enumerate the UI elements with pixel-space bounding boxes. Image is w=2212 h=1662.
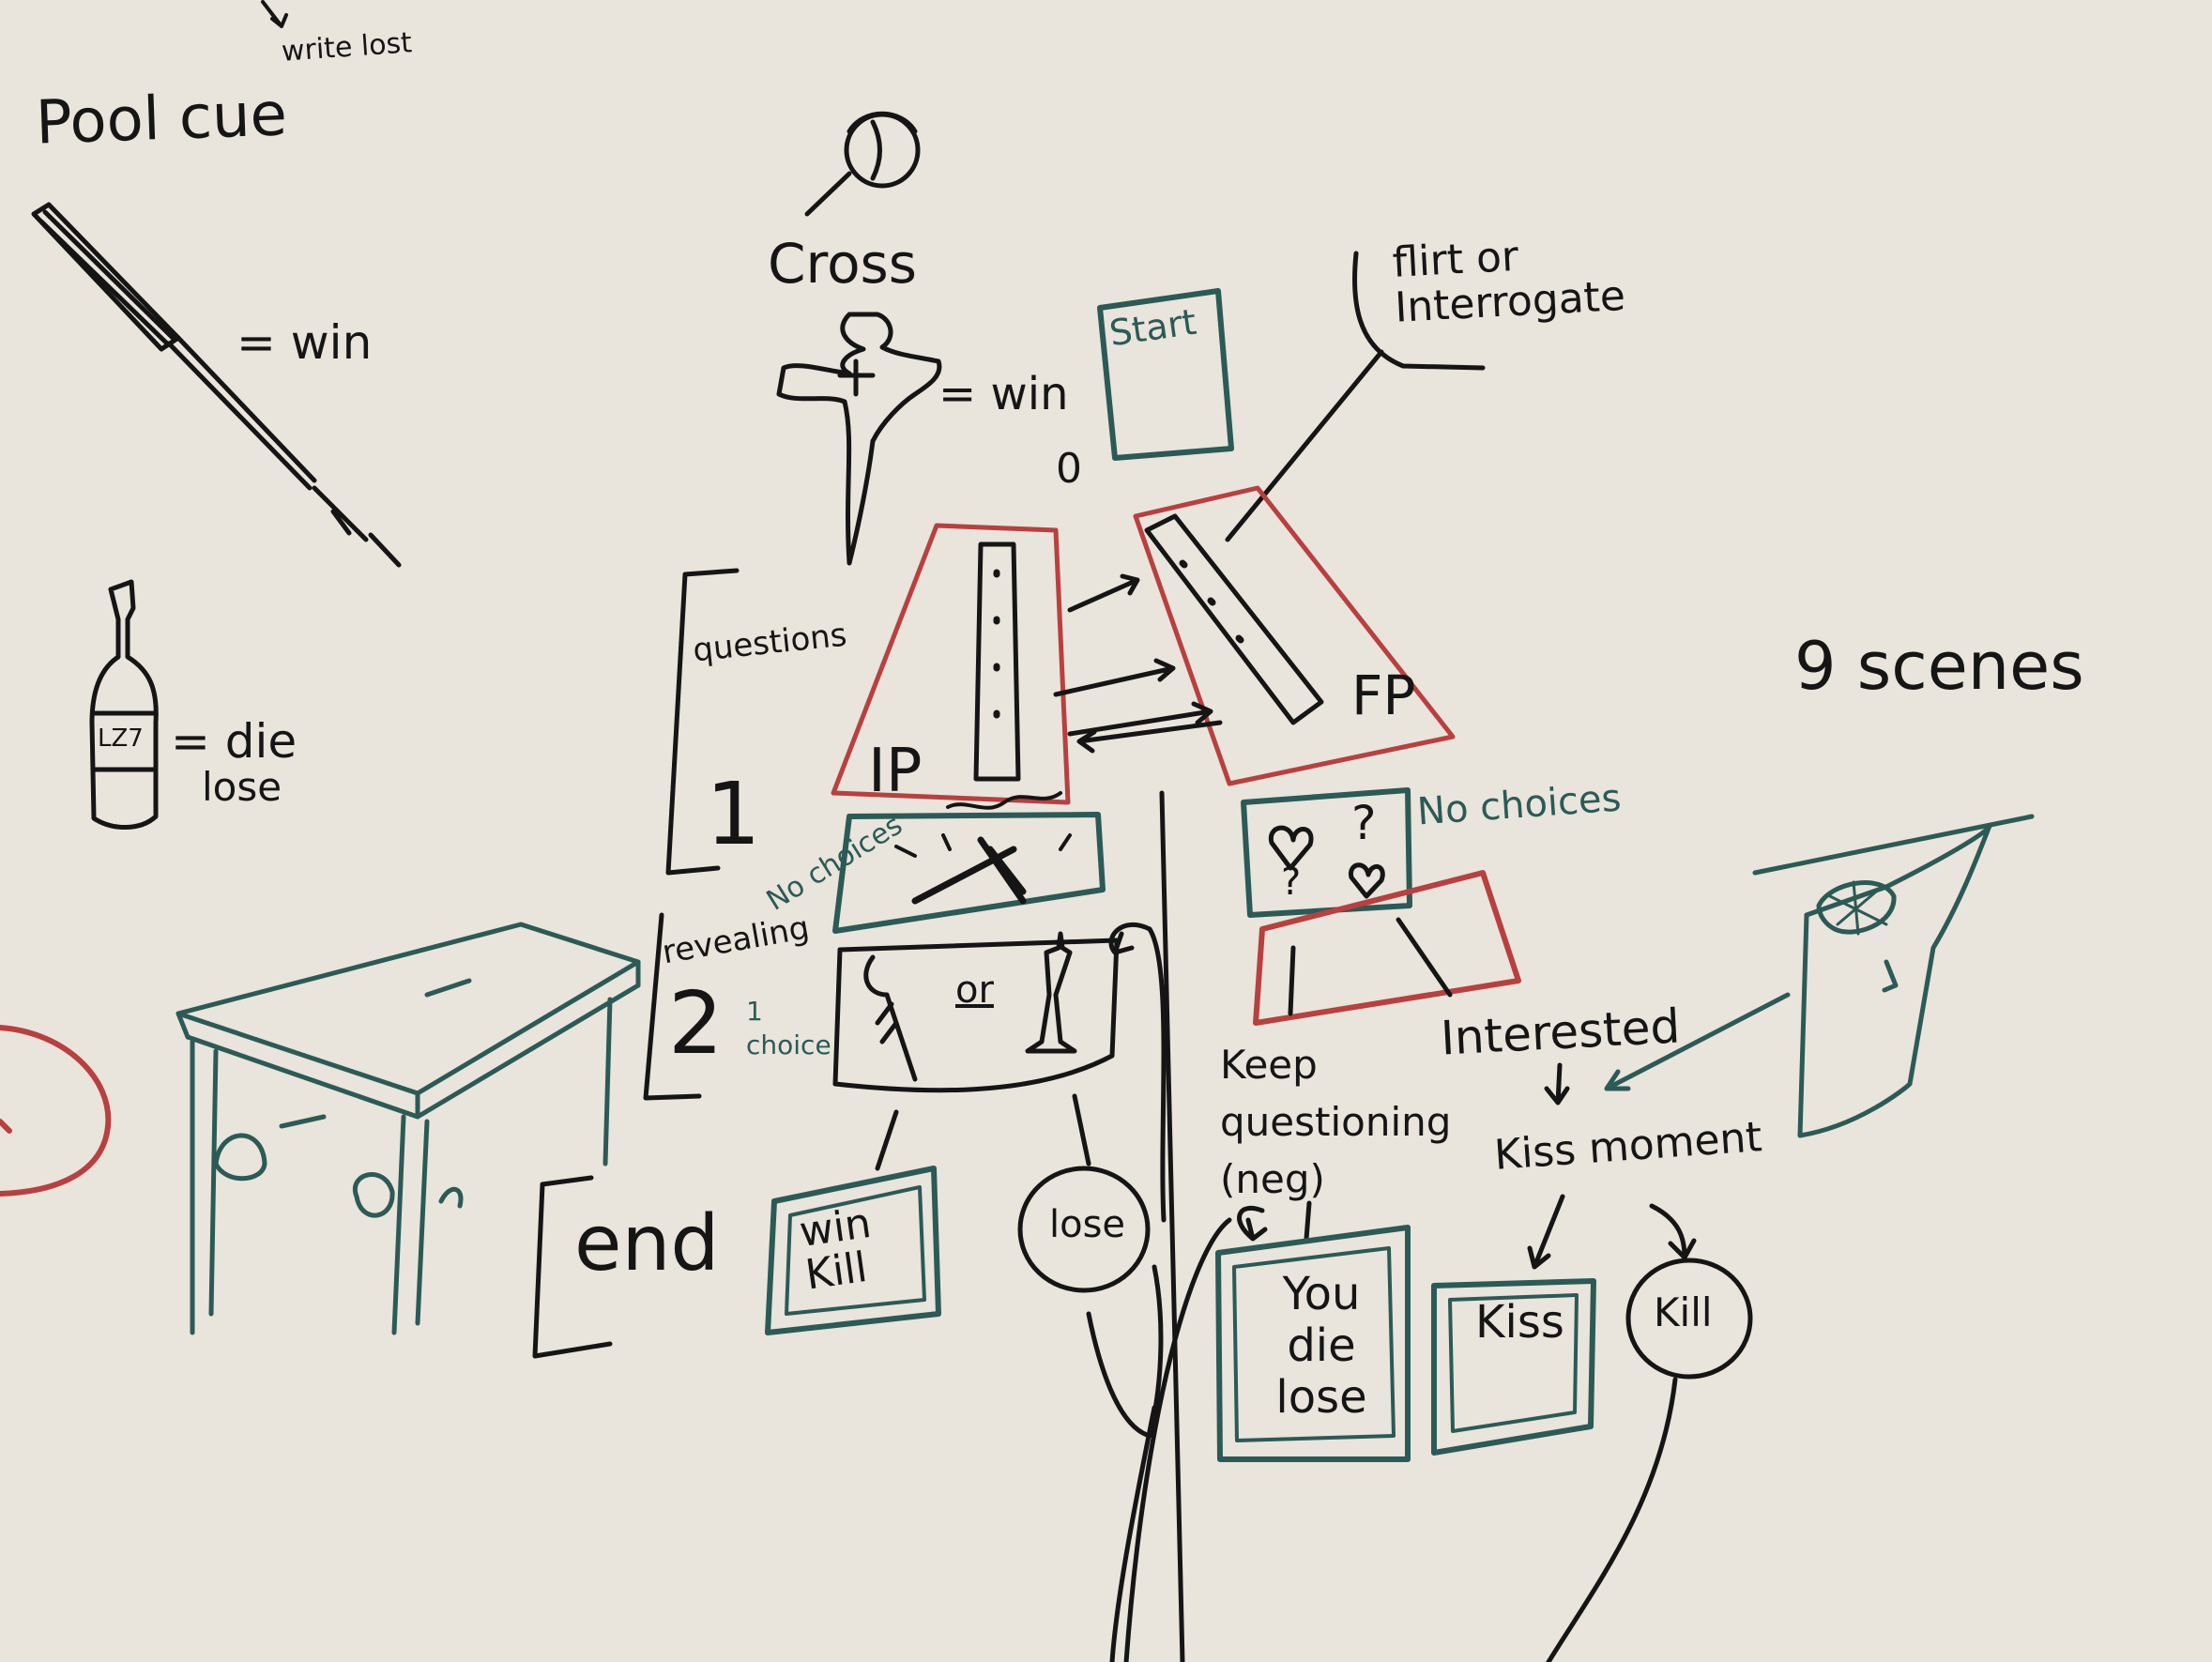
revealing-bracket [643, 912, 702, 1101]
red-circle-edge [0, 1025, 112, 1197]
squiggle [946, 791, 1062, 810]
scene-board-icon [1604, 814, 2035, 1138]
flirt-or-interrogate-label: flirt or Interrogate [1391, 232, 1627, 333]
bottle-label: LZ7 [98, 724, 144, 753]
pool-table-icon [175, 922, 641, 1335]
red-panel [1253, 870, 1521, 1026]
kiss-moment-arrows [1527, 1194, 1697, 1270]
bottle-icon [89, 579, 159, 830]
die-eq-label: = die [171, 714, 297, 769]
keep-questioning-label: Keep questioning (neg) [1220, 1042, 1452, 1202]
fp-panel [1133, 485, 1456, 786]
questions-bracket [665, 568, 740, 876]
kiss-label: Kiss [1475, 1296, 1564, 1349]
choice-panel [832, 931, 1120, 1093]
win-kill-label: win Kill [796, 1198, 875, 1300]
nine-scenes-label: 9 scenes [1794, 628, 2084, 705]
pool-cue-win-label: = win [236, 315, 373, 370]
fp-label: FP [1351, 663, 1416, 727]
fp-column [1144, 513, 1324, 725]
lose-node [1017, 1166, 1151, 1293]
small-arrow-icon [261, 0, 288, 28]
cross-figure-icon [776, 312, 942, 566]
you-die-node [1215, 1225, 1411, 1462]
end-label: end [574, 1199, 720, 1288]
keep-questioning-arrow [1237, 1200, 1312, 1242]
interested-arrow [1544, 1062, 1570, 1105]
lose-loop [1086, 1264, 1164, 1662]
pool-cue-icon [31, 202, 402, 568]
you-die-loop [1123, 1217, 1232, 1662]
num-one-label: 1 [706, 764, 761, 864]
kill-node [1546, 1258, 1753, 1662]
one-choice-label: 1 choice [746, 996, 831, 1061]
ip-fp-arrows [1053, 573, 1223, 754]
you-die-lose-label: You die lose [1275, 1268, 1367, 1425]
center-divider [1159, 790, 1185, 1662]
kill-label: Kill [1654, 1289, 1713, 1335]
kiss-node [1431, 1278, 1596, 1456]
curve-arrow-right [1108, 922, 1167, 1223]
start-node [1097, 288, 1234, 461]
or-label: or [955, 968, 994, 1012]
ip-column [973, 541, 1021, 782]
num-two-label: 2 [668, 973, 724, 1074]
cross-label: Cross [768, 232, 917, 296]
question-mark-icon: ? [1281, 861, 1302, 904]
lose-label: lose [1049, 1203, 1126, 1246]
question-mark-icon: ? [1351, 796, 1377, 850]
cross-win-label: = win [938, 368, 1069, 420]
ip-label: IP [868, 737, 923, 806]
flirt-bracket [1225, 251, 1486, 542]
choice-outcome-lines [875, 1093, 1091, 1171]
win-kill-node [765, 1166, 941, 1335]
die-lose-label: lose [202, 764, 282, 810]
helmet-icon [804, 111, 921, 217]
interested-label: Interested [1439, 999, 1682, 1066]
ip-panel [831, 523, 1071, 805]
end-bracket [532, 1175, 613, 1359]
hearts-panel [1241, 787, 1412, 918]
pool-cue-label: Pool cue [34, 80, 289, 159]
zero-label: 0 [1056, 445, 1082, 493]
dial-panel [832, 812, 1106, 934]
